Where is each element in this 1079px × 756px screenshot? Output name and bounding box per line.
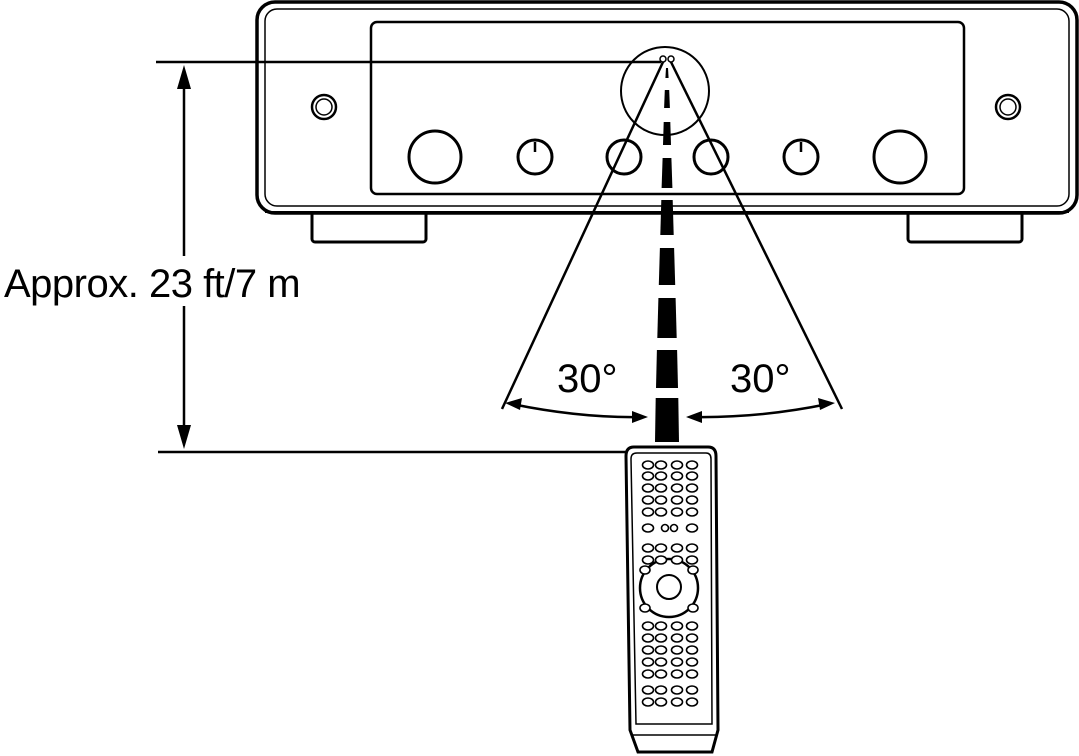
remote-button xyxy=(641,697,655,707)
remote-button xyxy=(654,471,668,481)
remote-button xyxy=(685,657,699,667)
remote-button xyxy=(670,495,684,505)
angle-arrowheads xyxy=(505,398,835,423)
distance-label: Approx. 23 ft/7 m xyxy=(4,262,300,306)
remote-inner-outline xyxy=(630,452,713,725)
angle-left-label: 30° xyxy=(557,357,618,401)
remote-button xyxy=(670,669,684,679)
remote-button xyxy=(670,633,684,643)
remote-button xyxy=(654,685,668,695)
remote-button xyxy=(670,645,684,655)
remote-button xyxy=(641,633,655,643)
ir-sensor-dot xyxy=(667,55,675,63)
remote-button xyxy=(641,555,655,565)
remote-button xyxy=(654,621,668,631)
remote-button xyxy=(639,565,651,575)
remote-button xyxy=(685,471,699,481)
remote-button xyxy=(641,471,655,481)
ir-beam xyxy=(655,68,679,442)
arrowhead xyxy=(818,398,835,410)
remote-button xyxy=(685,507,699,517)
reception-cone xyxy=(500,61,844,410)
remote-button xyxy=(641,483,655,493)
remote-button xyxy=(670,685,684,695)
angle-right-label: 30° xyxy=(730,357,791,401)
remote-button xyxy=(670,657,684,667)
arrowhead xyxy=(686,411,702,423)
dimension-arrowheads xyxy=(177,65,191,449)
power-button-inner xyxy=(315,98,333,116)
remote-button xyxy=(641,669,655,679)
remote-button xyxy=(654,543,668,553)
remote-button xyxy=(670,543,684,553)
remote-button xyxy=(654,555,668,565)
remote-button xyxy=(685,495,699,505)
arrowhead xyxy=(632,411,648,423)
cone-left-edge xyxy=(500,61,665,410)
up-arrow-icon xyxy=(177,65,191,89)
remote-button xyxy=(641,460,655,470)
remote-button xyxy=(670,460,684,470)
remote-control-icon xyxy=(624,445,720,754)
remote-button xyxy=(660,523,670,533)
remote-button xyxy=(639,603,651,613)
remote-button xyxy=(641,685,655,695)
remote-button xyxy=(641,523,655,533)
remote-button xyxy=(670,507,684,517)
remote-button xyxy=(685,555,699,565)
remote-button xyxy=(685,483,699,493)
remote-button xyxy=(685,697,699,707)
arrowhead xyxy=(505,398,522,410)
remote-button xyxy=(685,645,699,655)
remote-buttons xyxy=(639,460,699,707)
remote-button xyxy=(654,495,668,505)
remote-button xyxy=(641,621,655,631)
cone-right-edge xyxy=(669,61,844,410)
remote-button xyxy=(654,645,668,655)
remote-button xyxy=(654,633,668,643)
headphone-jack-inner xyxy=(999,98,1017,116)
remote-button xyxy=(670,621,684,631)
remote-button xyxy=(685,669,699,679)
remote-button xyxy=(670,483,684,493)
remote-button xyxy=(685,685,699,695)
remote-button xyxy=(654,697,668,707)
remote-button xyxy=(670,555,684,565)
remote-button xyxy=(641,657,655,667)
remote-button xyxy=(641,645,655,655)
remote-button xyxy=(654,460,668,470)
angle-arcs xyxy=(511,402,829,419)
remote-button xyxy=(654,507,668,517)
remote-button xyxy=(641,507,655,517)
remote-button xyxy=(685,621,699,631)
remote-button xyxy=(685,543,699,553)
treble-knob xyxy=(692,138,730,176)
right-angle-arc xyxy=(693,402,829,419)
input-selector-knob xyxy=(407,129,463,185)
remote-button xyxy=(669,523,679,533)
down-arrow-icon xyxy=(177,425,191,449)
remote-button xyxy=(641,495,655,505)
left-angle-arc xyxy=(511,402,641,419)
remote-button xyxy=(685,523,699,533)
remote-button xyxy=(670,471,684,481)
remote-button xyxy=(654,483,668,493)
remote-button xyxy=(670,697,684,707)
balance-knob xyxy=(516,138,554,176)
remote-enter-button xyxy=(656,574,682,600)
loudness-knob xyxy=(782,138,820,176)
remote-button xyxy=(685,460,699,470)
remote-button xyxy=(654,657,668,667)
remote-button xyxy=(687,603,699,613)
remote-button xyxy=(687,565,699,575)
distance-label-background xyxy=(2,256,372,306)
volume-knob xyxy=(872,129,928,185)
remote-button xyxy=(685,633,699,643)
remote-button xyxy=(641,543,655,553)
remote-button xyxy=(654,669,668,679)
